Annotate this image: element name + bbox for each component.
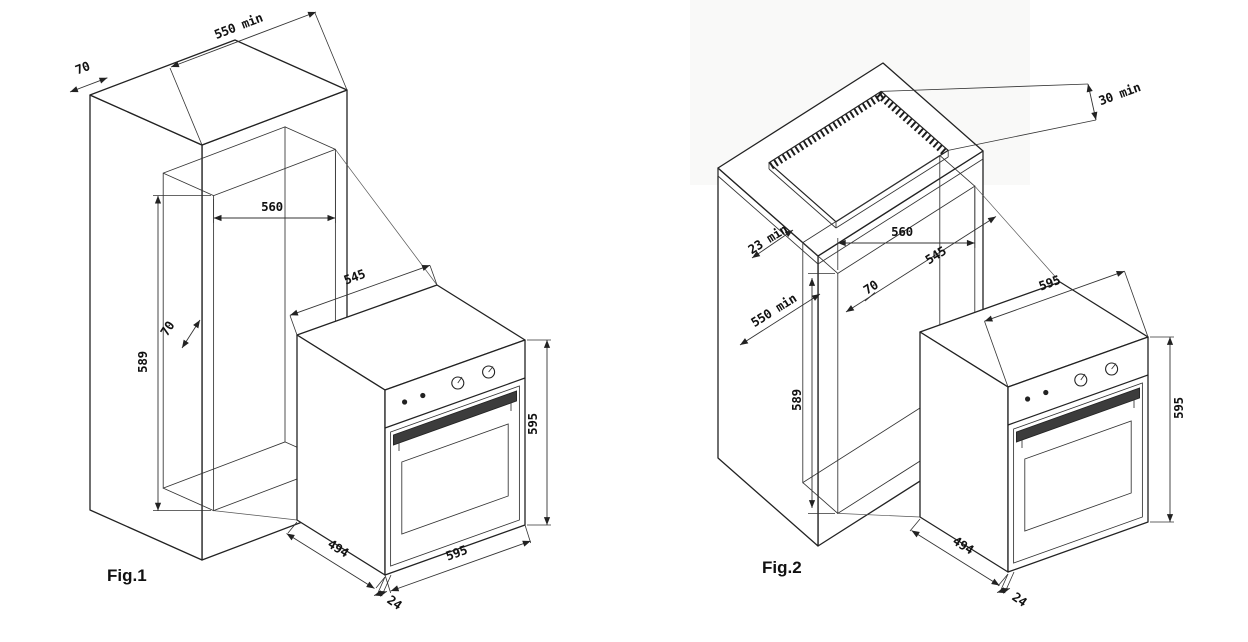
- fig2-dim-door-offset-label: 24: [1009, 589, 1029, 610]
- fig1-oven-indicator-light: [402, 399, 408, 405]
- fig1-oven-door-frame: [390, 385, 520, 567]
- fig1-dim-niche-height-label: 589: [135, 351, 150, 373]
- fig2-cutout-hatching: [769, 91, 886, 170]
- fig1-dim-oven-height-label: 595: [525, 413, 540, 435]
- fig2-dim-niche-width-label: 560: [891, 224, 913, 239]
- fig1-dim-depth-min-label: 550 min: [212, 10, 265, 42]
- fig2-dim-rear-gap-label: 30 min: [1097, 79, 1143, 108]
- fig2-worktop-cutout: [768, 90, 949, 229]
- fig1-dim-oven-width-label: 595: [444, 542, 470, 564]
- fig2-dim-oven-height-label: 595: [1171, 397, 1186, 419]
- fig2-oven-door-frame: [1013, 382, 1143, 564]
- fig1-oven-door-window: [401, 423, 509, 535]
- fig1-dim-niche-width-label: 560: [261, 199, 283, 214]
- fig1-oven: [296, 284, 526, 576]
- fig1-oven-indicator-light: [420, 392, 426, 399]
- fig2-caption: Fig.2: [762, 558, 802, 577]
- fig1-oven-handle: [392, 390, 517, 446]
- fig2-oven-panel-line: [1007, 374, 1149, 426]
- fig2-dim-inner-gap-label: 70: [861, 277, 881, 297]
- fig1-oven-panel-line: [384, 377, 526, 429]
- fig2-oven-indicator-light: [1025, 396, 1031, 402]
- fig1-dim-oven-top-depth-label: 545: [342, 266, 368, 288]
- fig1-dim-top-gap-label: 70: [73, 58, 92, 77]
- fig2-oven-handle: [1016, 387, 1140, 443]
- fig2-dim-niche-height-label: 589: [789, 389, 804, 411]
- fig2-oven-front-face: [1007, 336, 1149, 573]
- fig2-oven-indicator-light: [1043, 389, 1049, 396]
- fig1-dim-door-offset-label: 24: [384, 592, 404, 613]
- fig1-caption: Fig.1: [107, 566, 147, 585]
- fig2-dim-oven-width-label: 595: [1037, 272, 1063, 294]
- fig1-dim-inner-gap-label: 70: [157, 318, 177, 338]
- fig2-oven-door-window: [1024, 420, 1132, 532]
- fig2-oven: [919, 281, 1149, 573]
